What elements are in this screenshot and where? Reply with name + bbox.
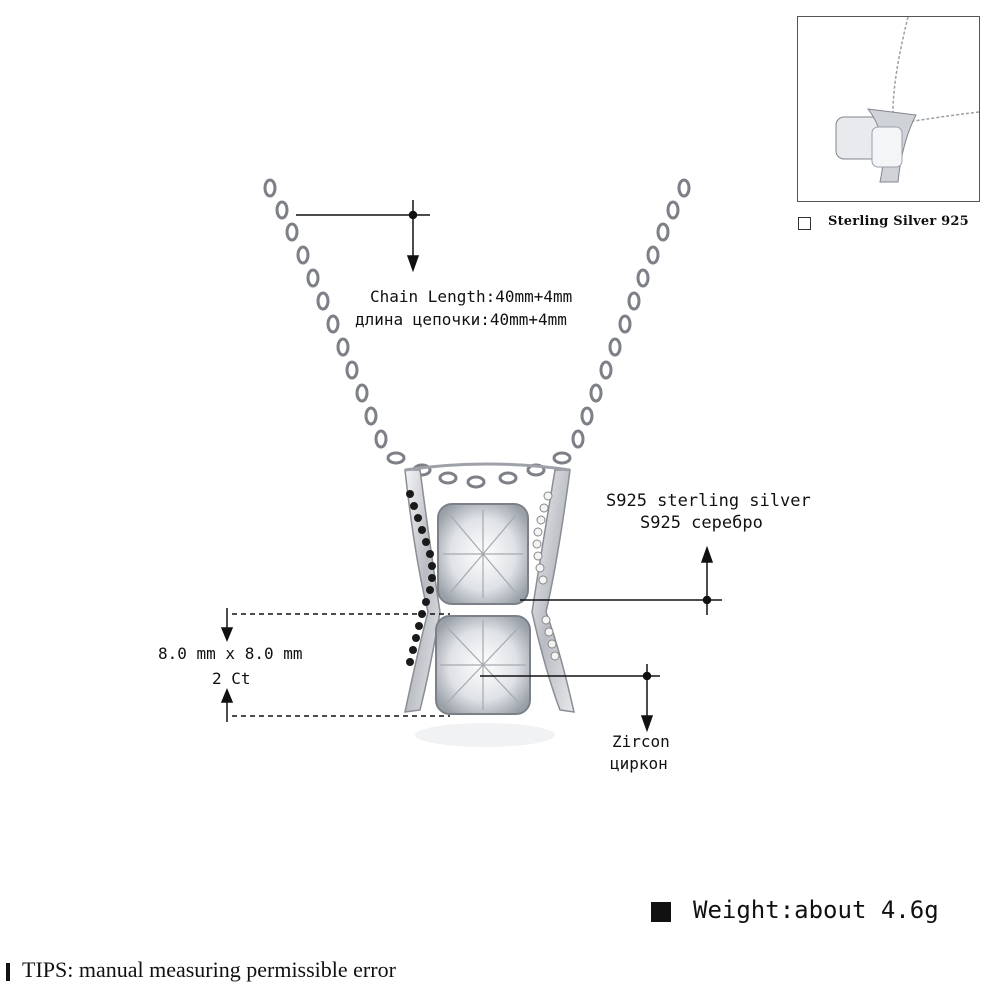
tips-label: TIPS: manual measuring permissible error	[22, 957, 396, 982]
reflection	[415, 723, 555, 747]
size-marker	[220, 608, 450, 722]
weight-bullet-icon	[651, 902, 671, 922]
material-label-en: S925 sterling silver	[606, 491, 811, 511]
white-stones	[532, 491, 560, 661]
chain-right	[498, 178, 691, 485]
chain-left	[263, 178, 486, 489]
zircon-lower	[435, 615, 531, 715]
tips-bullet-icon	[6, 963, 10, 981]
thumbnail-image	[835, 17, 979, 183]
black-stones	[406, 490, 436, 666]
stone-label-ru: циркон	[610, 754, 668, 773]
chain-length-label-en: Chain Length:40mm+4mm	[370, 287, 573, 306]
product-thumbnail[interactable]	[797, 16, 980, 202]
zircon-upper	[437, 503, 529, 605]
chain-length-marker	[296, 200, 430, 273]
weight-label: Weight:about 4.6g	[693, 896, 939, 924]
zircon-marker	[480, 664, 660, 733]
option-checkbox[interactable]	[798, 217, 811, 230]
carat-label: 2 Ct	[212, 669, 251, 688]
option-label: Sterling Silver 925	[828, 214, 969, 229]
size-label: 8.0 mm x 8.0 mm	[158, 644, 303, 663]
material-marker	[520, 545, 722, 615]
chain-length-label-ru: длина цепочки:40mm+4mm	[355, 310, 567, 329]
material-label-ru: S925 серебро	[640, 513, 763, 533]
stone-label-en: Zircon	[612, 732, 670, 751]
